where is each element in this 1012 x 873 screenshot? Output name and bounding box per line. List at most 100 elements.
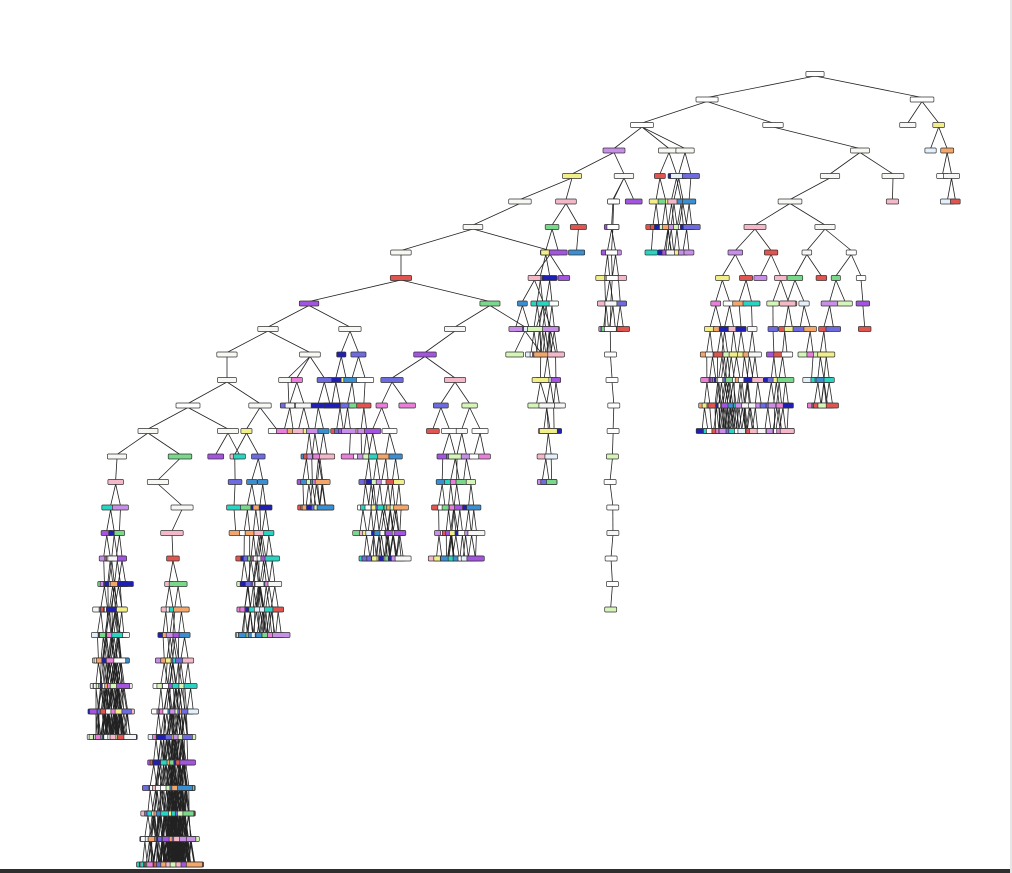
- tree-edge: [257, 585, 261, 608]
- tree-edge: [459, 509, 463, 532]
- tree-edge: [445, 509, 449, 532]
- tree-edge: [828, 381, 833, 404]
- tree-edge: [250, 534, 254, 557]
- tree-edge: [149, 840, 153, 863]
- tree-edge: [259, 611, 263, 634]
- tree-edge: [448, 483, 452, 506]
- tree-edge: [514, 330, 526, 353]
- tree-node: [739, 275, 753, 281]
- tree-edge: [611, 381, 615, 404]
- tree-node: [613, 173, 635, 179]
- tree-edge: [95, 713, 99, 736]
- tree-edge: [743, 407, 746, 430]
- tree-node: [881, 173, 905, 179]
- tree-edge: [534, 279, 544, 302]
- tree-edge: [776, 407, 781, 430]
- tree-edge: [892, 177, 894, 200]
- tree-node: [183, 683, 198, 689]
- tree-edge: [259, 407, 277, 430]
- tree-edge: [677, 203, 682, 226]
- tree-edge: [436, 534, 440, 557]
- tree-edge: [289, 407, 294, 430]
- tree-edge: [440, 407, 450, 430]
- tree-edge: [553, 330, 558, 353]
- tree-edge: [613, 177, 625, 200]
- tree-edge: [376, 509, 380, 532]
- tree-edge: [163, 738, 168, 761]
- tree-edge: [392, 458, 396, 481]
- tree-edge: [938, 126, 948, 149]
- tree-edge: [392, 483, 396, 506]
- tree-edge: [147, 407, 189, 430]
- tree-edge: [165, 585, 170, 608]
- tree-node: [185, 836, 197, 842]
- tree-edge: [274, 585, 279, 608]
- tree-edge: [604, 254, 608, 277]
- tree-edge: [536, 305, 544, 328]
- tree-node: [546, 479, 558, 485]
- tree-edge: [726, 381, 731, 404]
- tree-edge: [782, 381, 786, 404]
- tree-edge: [227, 432, 240, 455]
- tree-edge: [167, 840, 172, 863]
- tree-edge: [456, 432, 463, 455]
- tree-edge: [930, 126, 940, 149]
- tree-edge: [780, 279, 789, 302]
- tree-node: [603, 479, 617, 485]
- tree-edge: [185, 764, 190, 787]
- tree-edge: [165, 738, 170, 761]
- tree-edge: [234, 432, 247, 455]
- tree-edge: [97, 687, 102, 710]
- tree-edge: [565, 203, 579, 226]
- tree-edge: [754, 356, 759, 379]
- tree-node: [606, 530, 620, 536]
- tree-edge: [454, 381, 470, 404]
- tree-node: [779, 428, 795, 434]
- tree-edge: [767, 407, 772, 430]
- tree-edge: [545, 305, 550, 328]
- tree-edge: [611, 203, 614, 226]
- tree-edge: [825, 356, 830, 379]
- tree-edge: [178, 662, 182, 685]
- tree-edge: [721, 407, 725, 430]
- tree-edge: [770, 254, 782, 277]
- tree-edge: [181, 789, 186, 812]
- tree-edge: [115, 483, 121, 506]
- tree-edge: [182, 815, 187, 838]
- tree-edge: [823, 330, 827, 353]
- tree-edge: [186, 687, 191, 710]
- tree-node: [805, 71, 825, 77]
- tree-edge: [163, 713, 166, 736]
- tree-edge: [619, 305, 624, 328]
- tree-edge: [862, 305, 866, 328]
- tree-edge: [123, 713, 128, 736]
- tree-edge: [395, 458, 400, 481]
- tree-edge: [760, 254, 772, 277]
- tree-edge: [184, 789, 189, 812]
- tree-node: [541, 275, 558, 281]
- tree-edge: [103, 560, 105, 583]
- tree-edge: [542, 305, 551, 328]
- tree-edge: [103, 713, 109, 736]
- tree-node: [117, 555, 127, 562]
- tree-edge: [709, 305, 717, 328]
- tree-edge: [471, 534, 476, 557]
- tree-edge: [255, 585, 260, 608]
- tree-edge: [158, 713, 162, 736]
- tree-edge: [391, 381, 408, 404]
- tree-edge: [168, 764, 172, 787]
- tree-edge: [180, 636, 185, 659]
- tree-edge: [551, 203, 567, 226]
- tree-node: [175, 402, 201, 409]
- tree-edge: [101, 713, 105, 736]
- tree-edge: [270, 611, 276, 634]
- tree-node: [885, 198, 899, 205]
- tree-edge: [549, 381, 555, 404]
- tree-edge: [303, 407, 310, 430]
- tree-edge: [308, 432, 313, 455]
- tree-node: [616, 326, 630, 332]
- tree-edge: [171, 764, 175, 787]
- tree-edge: [314, 432, 319, 455]
- tree-edge: [168, 560, 174, 583]
- tree-node: [314, 479, 331, 485]
